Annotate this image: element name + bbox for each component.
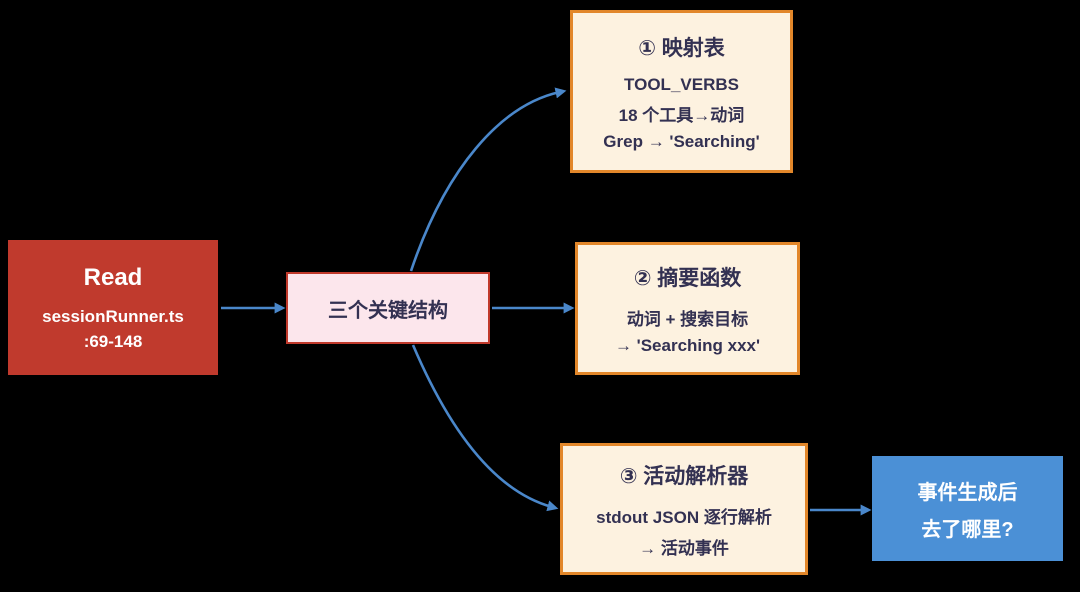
node-step2-summary-function: ② 摘要函数 动词 + 搜索目标 → 'Searching xxx' [575,242,800,375]
step1-title: ① 映射表 [638,36,725,60]
node-read-source: Read sessionRunner.ts :69-148 [8,240,218,375]
sink-line: 去了哪里? [921,518,1014,541]
step1-line: 18 个工具→动词 [618,105,745,125]
source-filename: sessionRunner.ts [42,306,184,326]
step1-line: Grep → 'Searching' [603,131,760,151]
step3-line: stdout JSON 逐行解析 [596,507,772,527]
node-step3-activity-parser: ③ 活动解析器 stdout JSON 逐行解析 → 活动事件 [560,443,808,575]
node-hub: 三个关键结构 [286,272,490,344]
step1-line: TOOL_VERBS [624,74,739,94]
step2-title: ② 摘要函数 [633,266,742,290]
step2-line: 动词 + 搜索目标 [626,309,749,329]
node-question-sink: 事件生成后 去了哪里? [872,456,1063,561]
step3-title: ③ 活动解析器 [619,464,749,488]
arrow-hub-to-step3 [411,344,559,512]
node-step1-mapping-table: ① 映射表 TOOL_VERBS 18 个工具→动词 Grep → 'Searc… [570,10,793,173]
source-title: Read [83,263,143,291]
arrow-hub-to-step1 [409,87,567,272]
sink-line: 事件生成后 [917,481,1018,504]
step3-line: → 活动事件 [639,538,729,558]
source-line-range: :69-148 [83,331,143,351]
step2-line: → 'Searching xxx' [614,335,761,355]
hub-label: 三个关键结构 [328,299,448,322]
